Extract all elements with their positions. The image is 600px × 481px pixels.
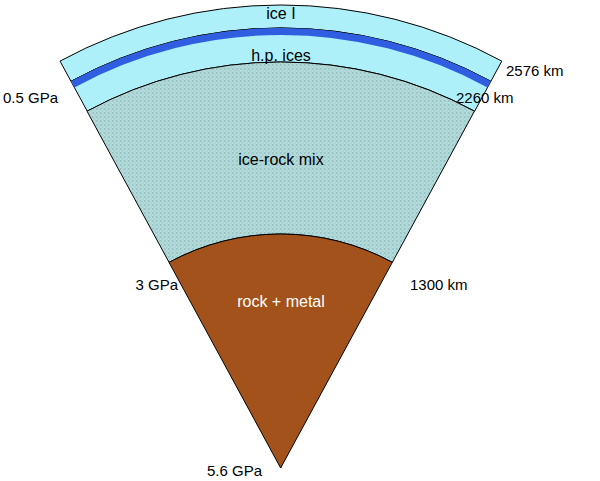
rock-metal-core: rock + metal — [167, 232, 394, 470]
radius-label: 2576 km — [506, 63, 564, 78]
layer-label: ice-rock mix — [238, 152, 323, 168]
radius-label: 2260 km — [456, 90, 514, 105]
pressure-label: 0.5 GPa — [3, 90, 58, 105]
layer-shape — [169, 234, 392, 468]
radius-label: 1300 km — [410, 277, 468, 292]
layer-outline — [167, 232, 394, 470]
pressure-label: 3 GPa — [135, 277, 178, 292]
layer-label: ice I — [266, 6, 295, 22]
layer-label: rock + metal — [237, 294, 325, 310]
pressure-label: 5.6 GPa — [207, 463, 262, 478]
layer-label: h.p. ices — [251, 48, 311, 64]
layer-shape — [87, 62, 474, 262]
